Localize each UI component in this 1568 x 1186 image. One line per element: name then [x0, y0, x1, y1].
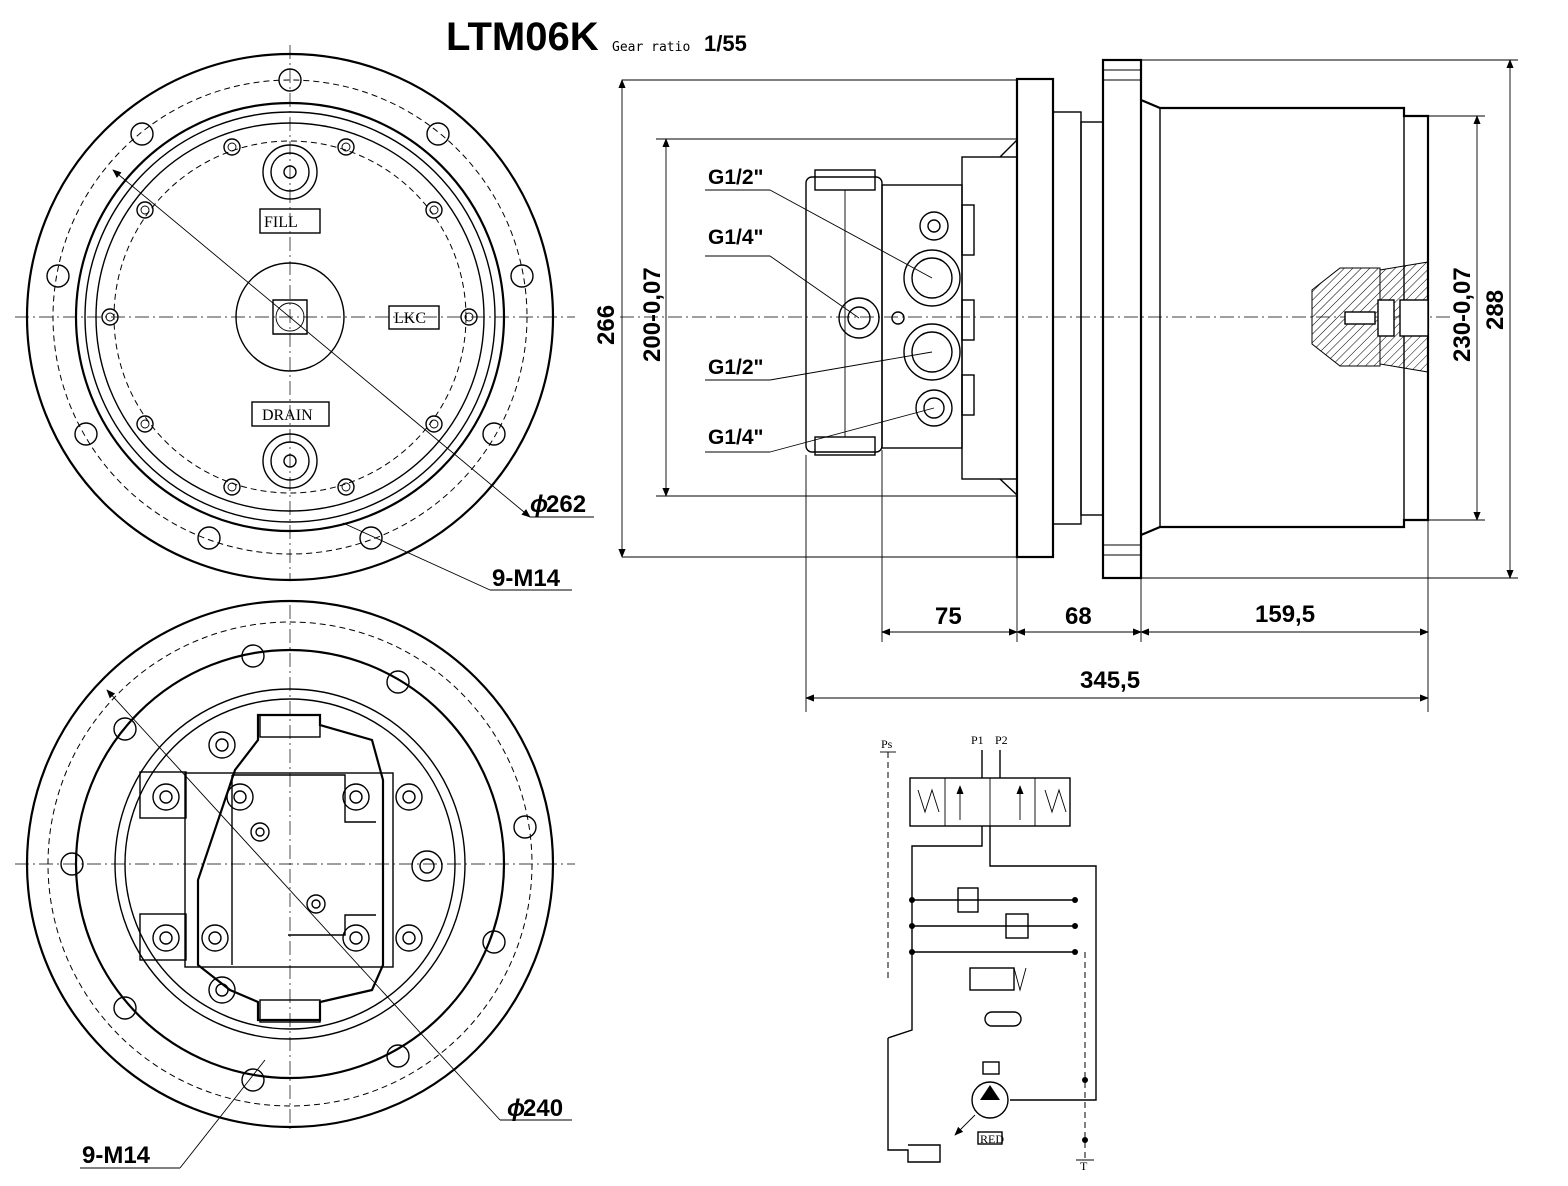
lkc-label: LKC [394, 310, 426, 327]
red-label: RED [980, 1132, 1004, 1146]
hydraulic-schematic: Ps P1 P2 T RED [880, 733, 1097, 1173]
port-p2-label: P2 [995, 733, 1008, 747]
length-total-label: 345,5 [1080, 667, 1140, 694]
rear-valve-bolts [152, 731, 443, 1004]
rear-outer-bolt-holes [60, 644, 537, 1092]
port-p1-label: P1 [971, 733, 984, 747]
pcd-240-label: 240 [523, 1095, 563, 1122]
phi-symbol-262: ϕ [530, 491, 548, 518]
rear-view: ϕ 240 9-M14 [15, 599, 575, 1169]
pcd-262-label: 262 [546, 491, 586, 518]
dia-200-label: 200-0,07 [639, 267, 666, 362]
dia-230-label: 230-0,07 [1449, 267, 1476, 362]
length-68-label: 68 [1065, 603, 1092, 630]
side-view: 266 200-0,07 230-0,07 288 G1/2" G1/4" G1… [593, 58, 1518, 712]
length-75-label: 75 [935, 603, 962, 630]
port-g14-bottom: G1/4" [708, 426, 763, 449]
gear-ratio-value: 1/55 [704, 31, 747, 56]
phi-symbol-240: ϕ [507, 1095, 525, 1122]
port-g14-top: G1/4" [708, 226, 763, 249]
rear-bolt-label: 9-M14 [82, 1142, 151, 1169]
drain-label: DRAIN [262, 407, 313, 424]
length-159-label: 159,5 [1255, 601, 1315, 628]
fill-label: FILL [264, 214, 298, 231]
dia-266-label: 266 [593, 305, 620, 345]
dia-288-label: 288 [1482, 290, 1509, 330]
model-title: LTM06K [446, 15, 599, 59]
front-bolt-label: 9-M14 [492, 565, 561, 592]
port-ps-label: Ps [881, 737, 893, 751]
port-g12-bottom: G1/2" [708, 356, 763, 379]
port-g12-top: G1/2" [708, 166, 763, 189]
front-view: FILL DRAIN LKC ϕ 262 9-M14 [15, 45, 594, 592]
title-block: LTM06K Gear ratio 1/55 [446, 15, 747, 59]
gear-ratio-label: Gear ratio [612, 40, 690, 55]
port-t-label: T [1080, 1159, 1088, 1173]
